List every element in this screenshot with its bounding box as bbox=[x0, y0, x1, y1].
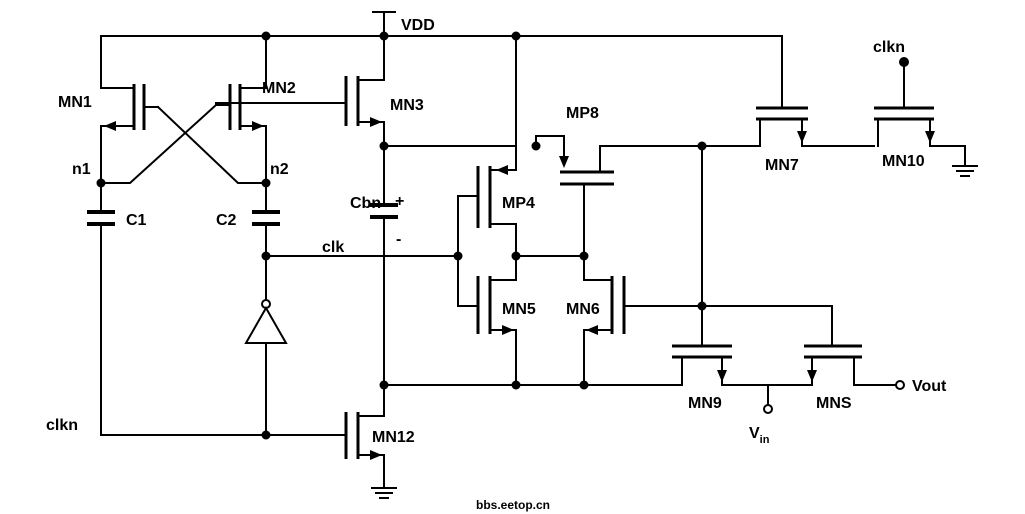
clkn-left-label: clkn bbox=[46, 417, 78, 434]
mn1-label: MN1 bbox=[58, 94, 92, 111]
clkn-top-label: clkn bbox=[873, 39, 905, 56]
vout-label: Vout bbox=[912, 378, 947, 395]
mn12-label: MN12 bbox=[372, 429, 415, 446]
mn3-transistor bbox=[215, 76, 385, 206]
c1-capacitor bbox=[87, 182, 115, 436]
inverter bbox=[244, 299, 288, 436]
mn1-transistor bbox=[100, 84, 159, 184]
cross-coupled-gates bbox=[100, 103, 267, 184]
mp4-label: MP4 bbox=[502, 195, 535, 212]
mp8-label: MP8 bbox=[566, 105, 599, 122]
cbn-capacitor bbox=[370, 145, 517, 386]
mn2-label: MN2 bbox=[262, 80, 296, 97]
vin-main-text: V bbox=[749, 425, 760, 442]
mn7-label: MN7 bbox=[765, 157, 799, 174]
watermark-text: bbs.eetop.cn bbox=[476, 498, 550, 512]
vin-label: Vin bbox=[749, 425, 770, 446]
vin-subscript-text: in bbox=[760, 434, 770, 446]
junction-dots bbox=[96, 31, 707, 440]
mn9-transistor bbox=[515, 344, 813, 386]
mns-transistor bbox=[804, 344, 897, 386]
c2-label: C2 bbox=[216, 212, 237, 229]
mn7-transistor bbox=[701, 106, 875, 147]
mn2-transistor bbox=[215, 84, 267, 184]
mn3-label: MN3 bbox=[390, 97, 424, 114]
c2-capacitor bbox=[252, 182, 280, 301]
mp4-transistor bbox=[457, 165, 517, 307]
vin-terminal bbox=[763, 384, 773, 414]
mn6-label: MN6 bbox=[566, 301, 600, 318]
mn9-label: MN9 bbox=[688, 395, 722, 412]
vdd-label: VDD bbox=[401, 17, 435, 34]
c1-label: C1 bbox=[126, 212, 147, 229]
mn10-label: MN10 bbox=[882, 153, 925, 170]
cbn-label: Cbn bbox=[350, 195, 381, 212]
cbn-plus-label: + bbox=[395, 193, 404, 210]
mn12-transistor bbox=[100, 384, 397, 499]
mp8-transistor bbox=[535, 135, 703, 257]
mn10-transistor bbox=[874, 57, 978, 177]
vout-terminal bbox=[895, 380, 905, 390]
node-n2-label: n2 bbox=[270, 161, 289, 178]
mn6-transistor bbox=[583, 255, 703, 386]
vdd-rail bbox=[100, 11, 783, 171]
mns-label: MNS bbox=[816, 395, 852, 412]
node-n1-label: n1 bbox=[72, 161, 91, 178]
mn5-label: MN5 bbox=[502, 301, 536, 318]
clk-label: clk bbox=[322, 239, 344, 256]
cbn-minus-label: - bbox=[396, 231, 401, 248]
mn5-transistor bbox=[476, 276, 517, 386]
